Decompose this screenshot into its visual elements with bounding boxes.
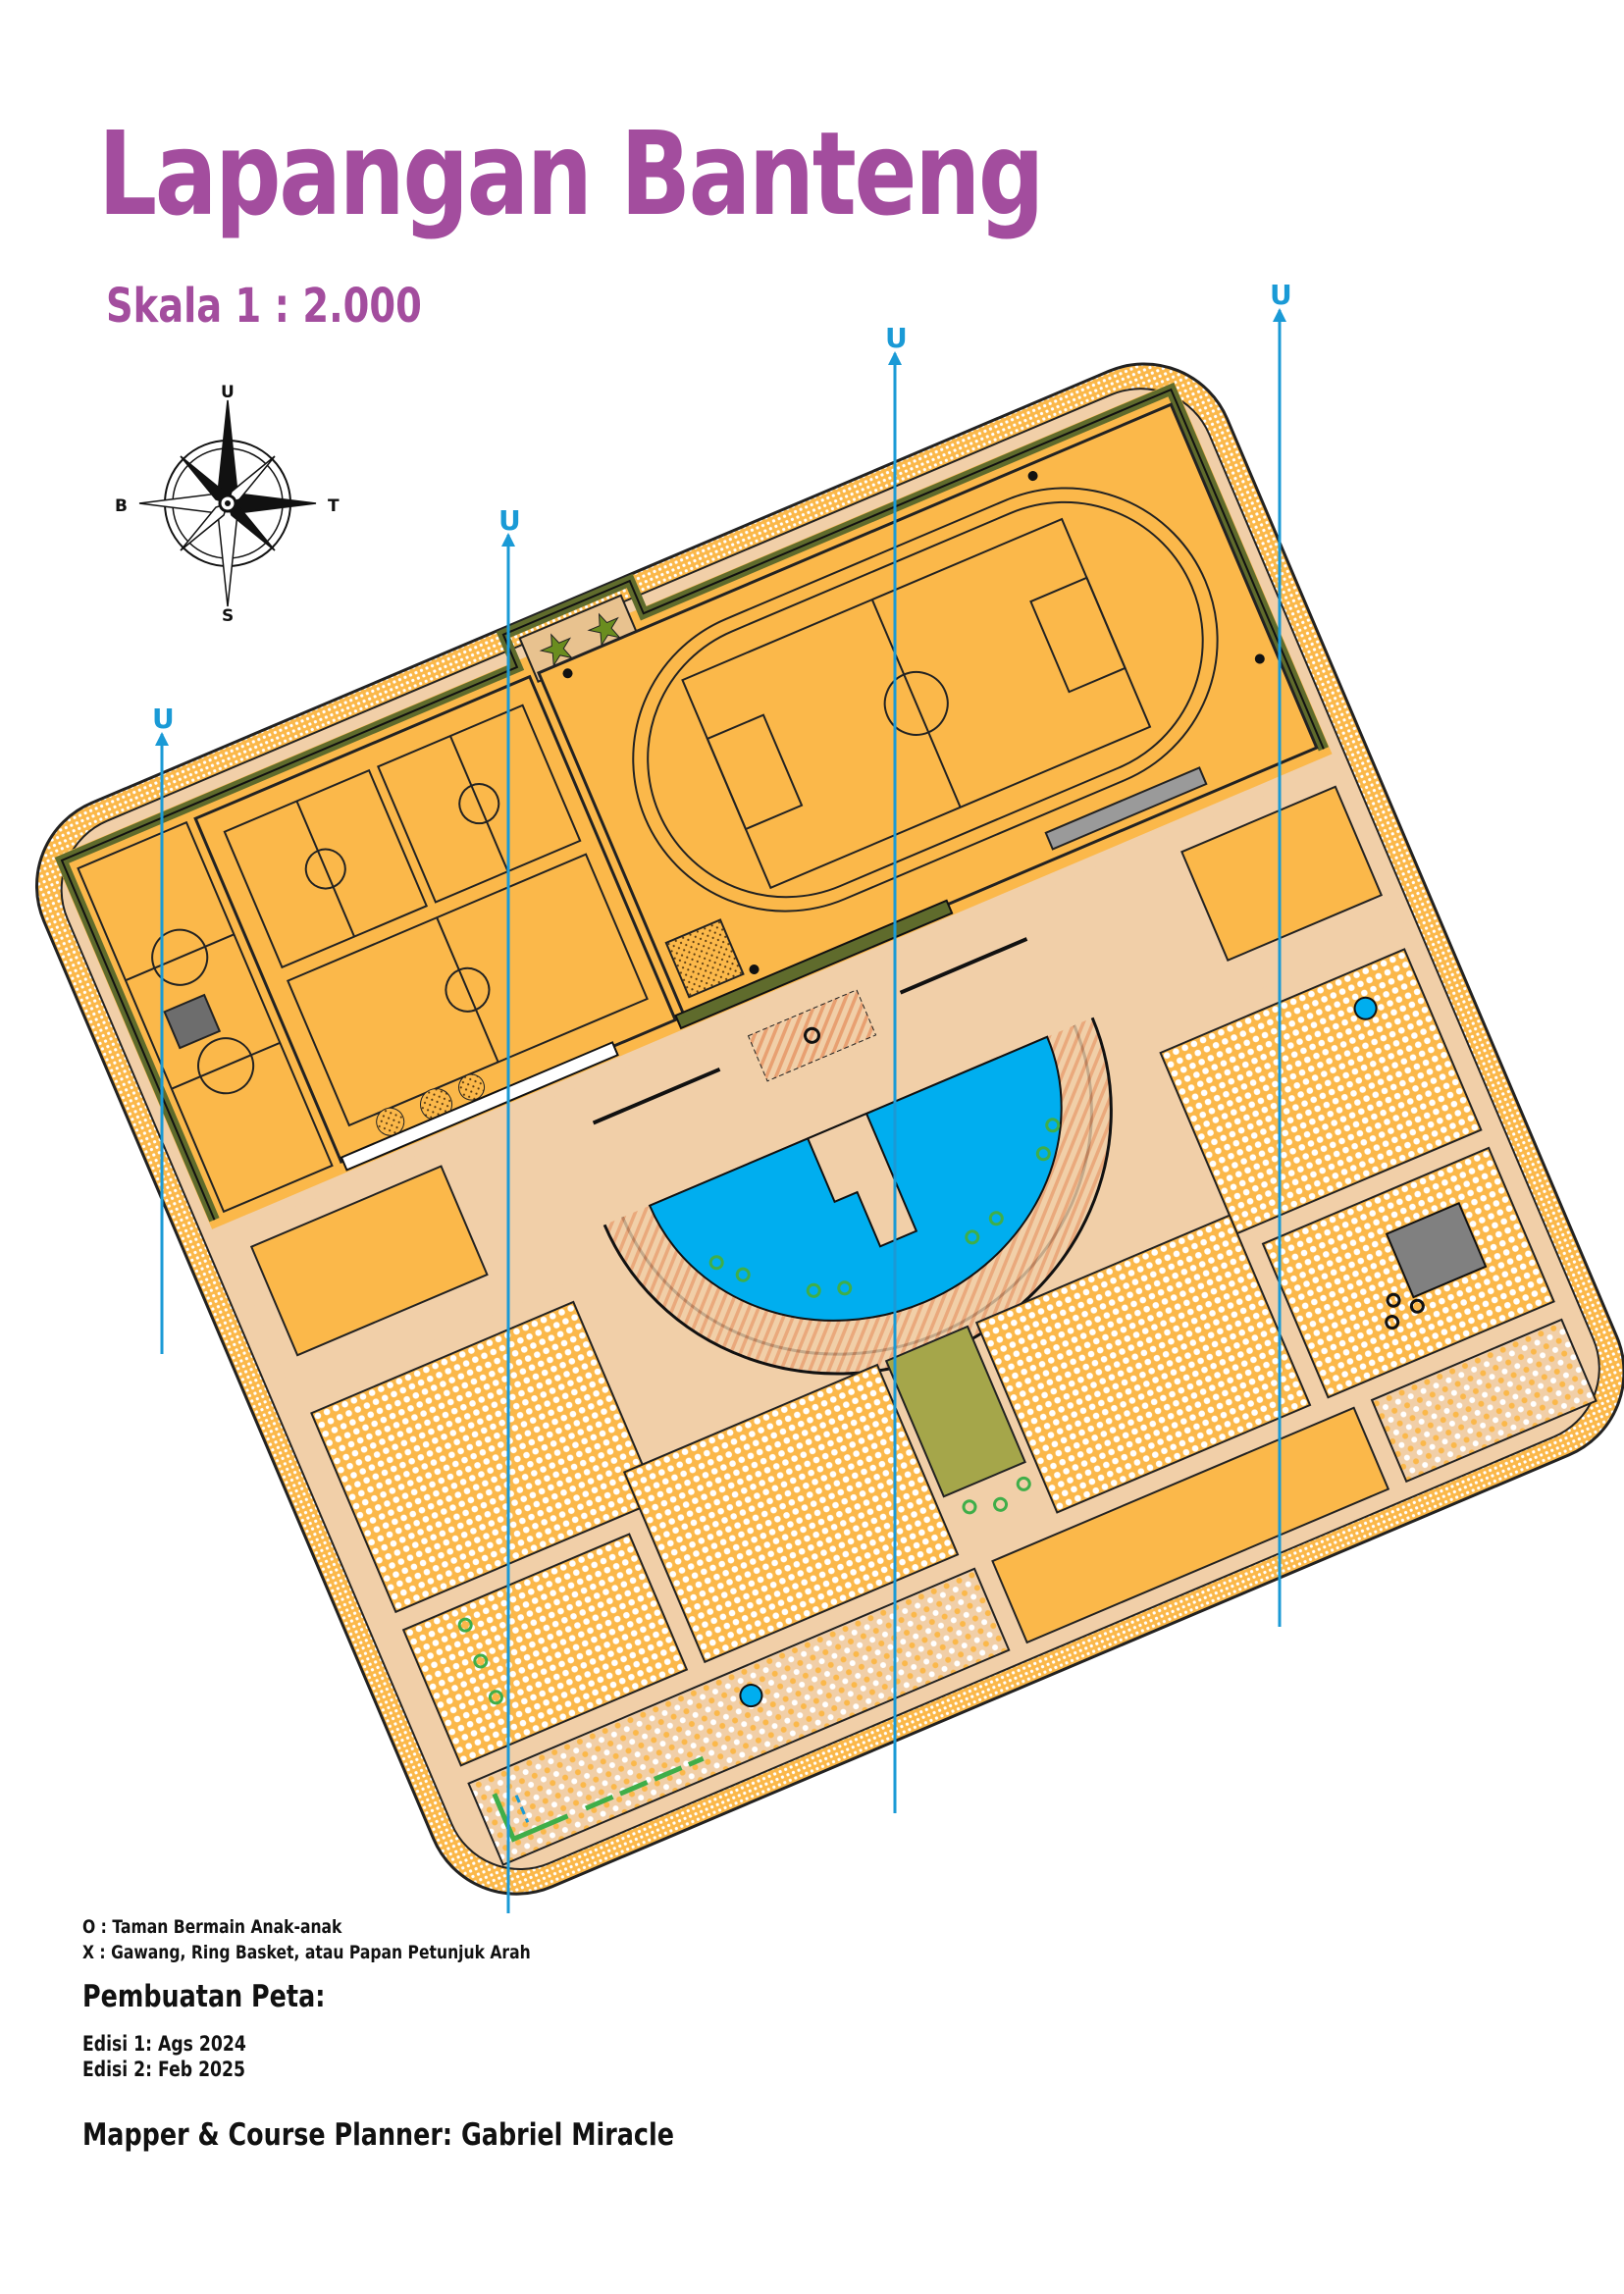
central-plaza bbox=[226, 764, 1406, 1399]
north-line-label: U bbox=[498, 504, 521, 537]
compass-east-label: T bbox=[328, 496, 340, 516]
stadium-area bbox=[537, 402, 1319, 1018]
green-stage bbox=[884, 1325, 1026, 1498]
legend-playground: O : Taman Bermain Anak-anak bbox=[82, 1916, 342, 1938]
running-track bbox=[632, 487, 1219, 912]
park-area bbox=[34, 362, 1624, 1896]
monument-icon bbox=[539, 633, 574, 667]
monument-icon bbox=[587, 612, 621, 648]
south-lawns bbox=[310, 948, 1598, 1866]
north-line-label: U bbox=[1270, 279, 1292, 311]
mapper-credit: Mapper & Course Planner: Gabriel Miracle bbox=[82, 2117, 674, 2153]
compass-west-label: B bbox=[115, 496, 128, 516]
compass-rose bbox=[138, 399, 317, 607]
legend-markers: X : Gawang, Ring Basket, atau Papan Petu… bbox=[82, 1942, 531, 1963]
north-line-label: U bbox=[885, 322, 908, 354]
north-fields-zone bbox=[54, 382, 1333, 1229]
light-tower-icon bbox=[562, 471, 1265, 975]
map-scale: Skala 1 : 2.000 bbox=[106, 279, 422, 334]
north-lines bbox=[155, 308, 1286, 1913]
edition-2: Edisi 2: Feb 2025 bbox=[82, 2058, 245, 2081]
map-title: Lapangan Banteng bbox=[98, 106, 1044, 241]
edition-1: Edisi 1: Ags 2024 bbox=[82, 2032, 246, 2056]
compass-north-label: U bbox=[221, 383, 235, 402]
credits-heading: Pembuatan Peta: bbox=[82, 1979, 326, 2014]
building-small bbox=[1385, 1202, 1488, 1299]
playground-icons bbox=[1385, 1292, 1425, 1330]
grandstand bbox=[1044, 766, 1208, 851]
building-small bbox=[163, 993, 222, 1050]
north-line-label: U bbox=[152, 703, 175, 735]
compass-south-label: S bbox=[222, 606, 234, 626]
tree-ring-icons bbox=[708, 1118, 1061, 1298]
